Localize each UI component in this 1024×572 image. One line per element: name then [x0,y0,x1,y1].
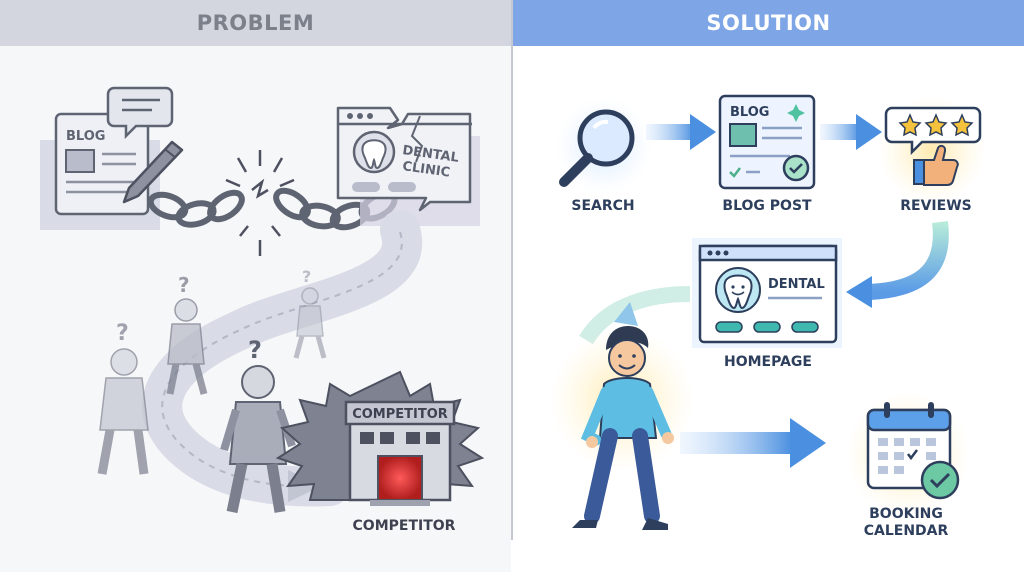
step-label-booking-line1: BOOKING [869,506,943,522]
booking-calendar-step: BOOKING CALENDAR [846,392,970,539]
step-label-reviews: REVIEWS [900,198,971,214]
question-mark-left: ? [116,321,129,346]
break-spark-icon [225,150,295,256]
homepage-step: DENTAL HOMEPAGE [692,238,842,370]
confused-person-mid: ? [166,273,208,395]
competitor-building-icon: COMPETITOR COMPETITOR [275,370,485,534]
arrow-blog-to-reviews-icon [820,114,882,150]
arrow-search-to-blog-icon [646,114,716,150]
step-label-booking-line2: CALENDAR [864,523,949,539]
pen-icon [122,140,184,204]
confused-person-left: ? [97,321,149,475]
competitor-sign: COMPETITOR [352,407,448,422]
visitor-person-icon [550,326,694,530]
arrow-homepage-to-visitor-icon [579,286,691,345]
panel-divider [511,0,513,540]
reviews-step: REVIEWS [878,96,986,214]
blog-post-card-title: BLOG [730,105,769,120]
step-label-blog-post: BLOG POST [722,198,812,214]
step-label-search: SEARCH [571,198,634,214]
confused-person-far: ? [293,267,327,359]
search-step: SEARCH [556,98,652,214]
clinic-title-line2: CLINIC [401,159,451,181]
solution-header: SOLUTION [513,0,1024,46]
question-mark-far: ? [302,267,311,286]
arrow-visitor-to-calendar-icon [680,418,826,468]
question-mark-mid: ? [178,273,190,297]
step-label-homepage: HOMEPAGE [724,354,812,370]
blog-card-label: BLOG [66,129,105,144]
problem-header: PROBLEM [0,0,511,46]
dental-clinic-window-icon: DENTAL CLINIC [336,106,480,226]
arrow-reviews-to-homepage-icon [846,221,949,308]
homepage-card-title: DENTAL [768,277,825,292]
speech-bubble-icon [106,86,174,140]
blog-document-icon: BLOG [40,112,160,230]
question-mark-front: ? [248,336,262,364]
competitor-label: COMPETITOR [353,518,456,534]
blog-post-step: BLOG BLOG POST [718,94,816,214]
